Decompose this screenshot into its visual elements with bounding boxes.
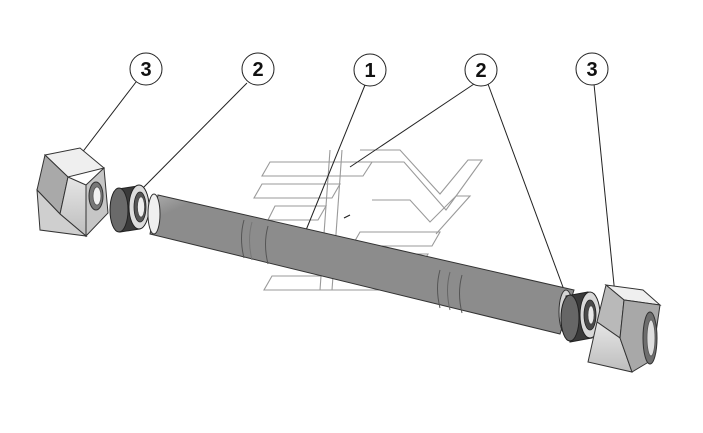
callout-2-left: 2 — [241, 52, 275, 86]
callout-3-left: 3 — [129, 52, 163, 86]
callout-balloons: 3 2 1 2 3 — [129, 52, 609, 87]
leader-lines — [77, 81, 619, 326]
left-hex-nut — [36, 147, 109, 238]
svg-text:2: 2 — [475, 60, 486, 82]
right-hex-nut — [587, 284, 662, 373]
svg-text:3: 3 — [140, 59, 151, 81]
svg-text:2: 2 — [252, 59, 263, 81]
callout-2-right: 2 — [464, 53, 498, 87]
callout-3-right: 3 — [575, 52, 609, 86]
left-bushing-washer — [109, 184, 150, 233]
svg-text:3: 3 — [586, 59, 597, 81]
callout-1: 1 — [353, 53, 387, 87]
shaft-pin — [147, 193, 575, 335]
svg-text:1: 1 — [364, 60, 375, 82]
right-bushing-washer — [560, 291, 601, 343]
